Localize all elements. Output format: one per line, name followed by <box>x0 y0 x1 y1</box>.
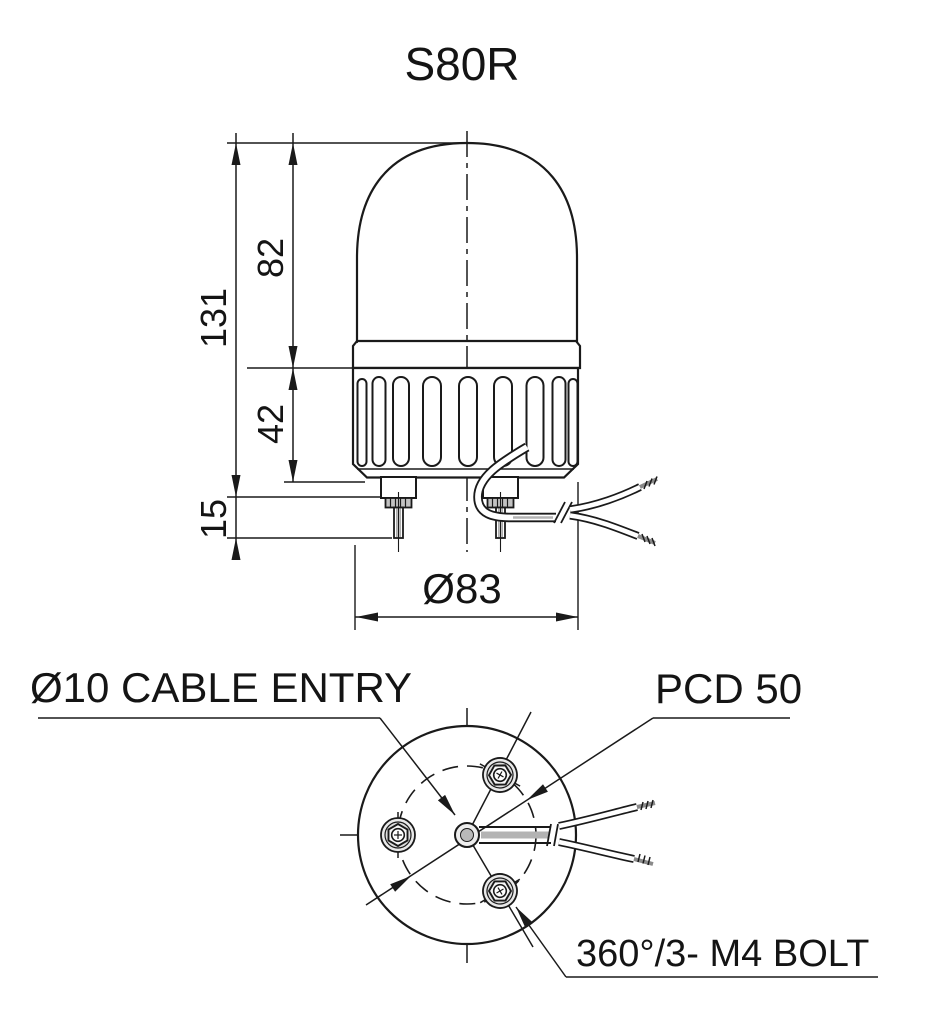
pcd-leader <box>365 717 790 906</box>
dimension-stud-length: 15 <box>193 499 241 560</box>
front-view: 131 82 42 15 <box>193 131 658 630</box>
pcd-label: PCD 50 <box>655 665 802 712</box>
bottom-view: Ø10 CABLE ENTRY PCD 50 360°/3- M4 BOLT <box>30 664 878 978</box>
dome-lens <box>355 141 579 344</box>
front-cable <box>473 442 658 547</box>
bolt-spec-label: 360°/3- M4 BOLT <box>576 933 869 975</box>
cable-entry-hole <box>454 822 480 848</box>
dim-dia83-text: Ø83 <box>422 565 501 612</box>
dimension-dome-height: 82 <box>250 133 298 482</box>
left-mounting-stud <box>380 476 417 553</box>
model-title: S80R <box>404 38 519 90</box>
dim-42-text: 42 <box>250 404 291 444</box>
dim-15-text: 15 <box>193 499 234 539</box>
cable-entry-label: Ø10 CABLE ENTRY <box>30 664 412 711</box>
dimension-total-height: 131 <box>193 133 241 560</box>
bolt-left <box>380 817 416 853</box>
dim-131-text: 131 <box>193 288 234 348</box>
bolt-spec-callout: 360°/3- M4 BOLT <box>515 906 878 978</box>
bottom-cable <box>479 799 656 866</box>
dim-82-text: 82 <box>250 238 291 278</box>
dimension-body-height: 42 <box>250 368 298 482</box>
dimension-diameter: Ø83 <box>355 565 578 622</box>
cable-entry-callout: Ø10 CABLE ENTRY <box>30 664 456 816</box>
